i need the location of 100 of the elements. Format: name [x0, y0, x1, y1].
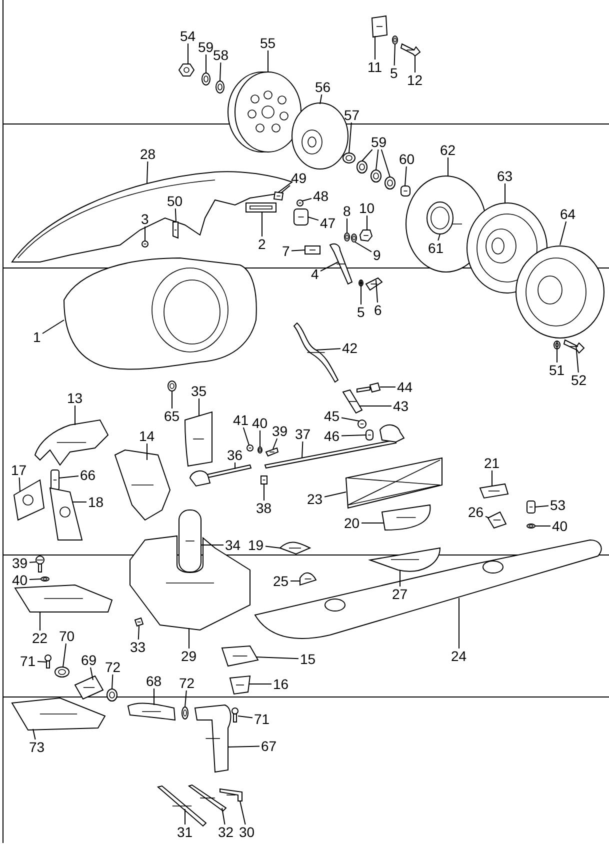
bracket-drawing	[371, 15, 388, 38]
clamp-drawing	[260, 476, 268, 484]
callout-number: 27	[392, 588, 408, 600]
plate-drawing	[184, 412, 212, 466]
pipe-drawing	[178, 510, 202, 572]
pin-drawing	[366, 430, 374, 440]
leader-line	[146, 443, 148, 460]
callout-number: 9	[373, 248, 381, 262]
callout-number: 38	[256, 502, 272, 514]
callout-number: 11	[368, 60, 382, 74]
leader-line	[404, 166, 407, 186]
bracket-drawing	[114, 449, 171, 521]
fan-wheel-drawing	[228, 72, 302, 152]
leader-line	[394, 44, 396, 66]
leader-line	[256, 656, 299, 660]
callout-number: 29	[181, 650, 197, 662]
clamp-drawing	[106, 688, 118, 702]
nut-drawing	[178, 64, 195, 76]
callout-number: 56	[315, 80, 331, 94]
callout-number: 18	[88, 496, 104, 508]
leader-line	[324, 492, 346, 498]
callout-number: 35	[191, 384, 207, 398]
leader-line	[556, 340, 558, 363]
clip-drawing	[134, 617, 144, 627]
leader-line	[242, 427, 250, 446]
callout-number: 55	[260, 36, 276, 50]
bolt-drawing	[526, 500, 536, 514]
clamp-drawing	[54, 666, 70, 678]
leader-line	[220, 62, 222, 82]
leader-line	[366, 215, 368, 230]
clamp-drawing	[182, 706, 188, 720]
callout-number: 12	[407, 74, 423, 86]
leader-line	[560, 221, 567, 246]
callout-number: 4	[311, 268, 319, 280]
callout-number: 47	[320, 216, 336, 230]
leader-line	[29, 562, 36, 563]
leader-line	[18, 477, 20, 492]
callout-number: 39	[272, 424, 288, 438]
leader-line	[188, 628, 190, 649]
plate-drawing	[382, 504, 431, 530]
callout-number: 72	[179, 676, 195, 690]
callout-number: 5	[357, 306, 365, 318]
callout-number: 32	[218, 826, 234, 838]
callout-number: 61	[428, 242, 444, 254]
pipe-drawing	[74, 675, 104, 700]
leader-line	[62, 643, 66, 668]
washer-drawing	[370, 170, 382, 182]
cover-drawing	[516, 246, 604, 338]
leader-line	[272, 438, 278, 450]
callout-number: 26	[468, 506, 484, 518]
callout-number: 33	[130, 640, 146, 654]
leader-line	[198, 398, 200, 416]
callout-number: 16	[273, 678, 289, 690]
callout-number: 3	[141, 212, 149, 226]
callout-number: 72	[105, 660, 121, 674]
washer-drawing	[216, 80, 224, 94]
leader-line	[240, 800, 246, 825]
washer-drawing	[344, 232, 350, 242]
callout-number: 46	[324, 430, 340, 442]
leader-line	[238, 716, 253, 718]
rod-drawing	[156, 785, 207, 827]
leader-line	[290, 580, 300, 582]
bolt-drawing	[400, 43, 421, 57]
leader-line	[308, 216, 319, 221]
shroud-drawing	[12, 171, 292, 262]
washer-drawing	[356, 160, 368, 174]
plate-drawing	[229, 675, 251, 695]
callout-number: 39	[12, 556, 28, 570]
callout-number: 44	[397, 380, 413, 394]
callout-number: 34	[225, 538, 241, 552]
callout-number: 65	[164, 410, 180, 422]
callout-number: 22	[32, 632, 48, 644]
lever-drawing	[330, 243, 352, 284]
leader-line	[576, 344, 579, 373]
washer-drawing	[358, 280, 364, 286]
plate-drawing	[221, 645, 259, 667]
bolt-drawing	[563, 339, 585, 354]
callout-number: 25	[273, 574, 289, 588]
leader-line	[380, 149, 390, 178]
leader-line	[360, 280, 362, 305]
nut-drawing	[246, 444, 254, 452]
callout-number: 63	[497, 170, 513, 182]
rod-drawing	[220, 788, 242, 802]
callout-number: 71	[254, 712, 270, 726]
leader-line	[376, 149, 379, 170]
fan-housing-drawing	[64, 258, 257, 370]
leader-line	[144, 226, 146, 242]
leader-line	[302, 198, 312, 202]
bolt-drawing	[50, 470, 60, 490]
plate-drawing	[479, 483, 509, 499]
callout-number: 60	[399, 152, 415, 166]
rubber-mount-drawing	[294, 208, 308, 226]
flap-drawing	[280, 542, 310, 554]
callout-number: 5	[390, 66, 398, 80]
callout-number: 23	[307, 492, 323, 506]
callout-number: 1	[33, 330, 41, 344]
callout-number: 62	[440, 144, 456, 156]
bolt-drawing	[356, 382, 381, 393]
callout-number: 69	[81, 654, 97, 666]
callout-number: 8	[343, 204, 351, 218]
